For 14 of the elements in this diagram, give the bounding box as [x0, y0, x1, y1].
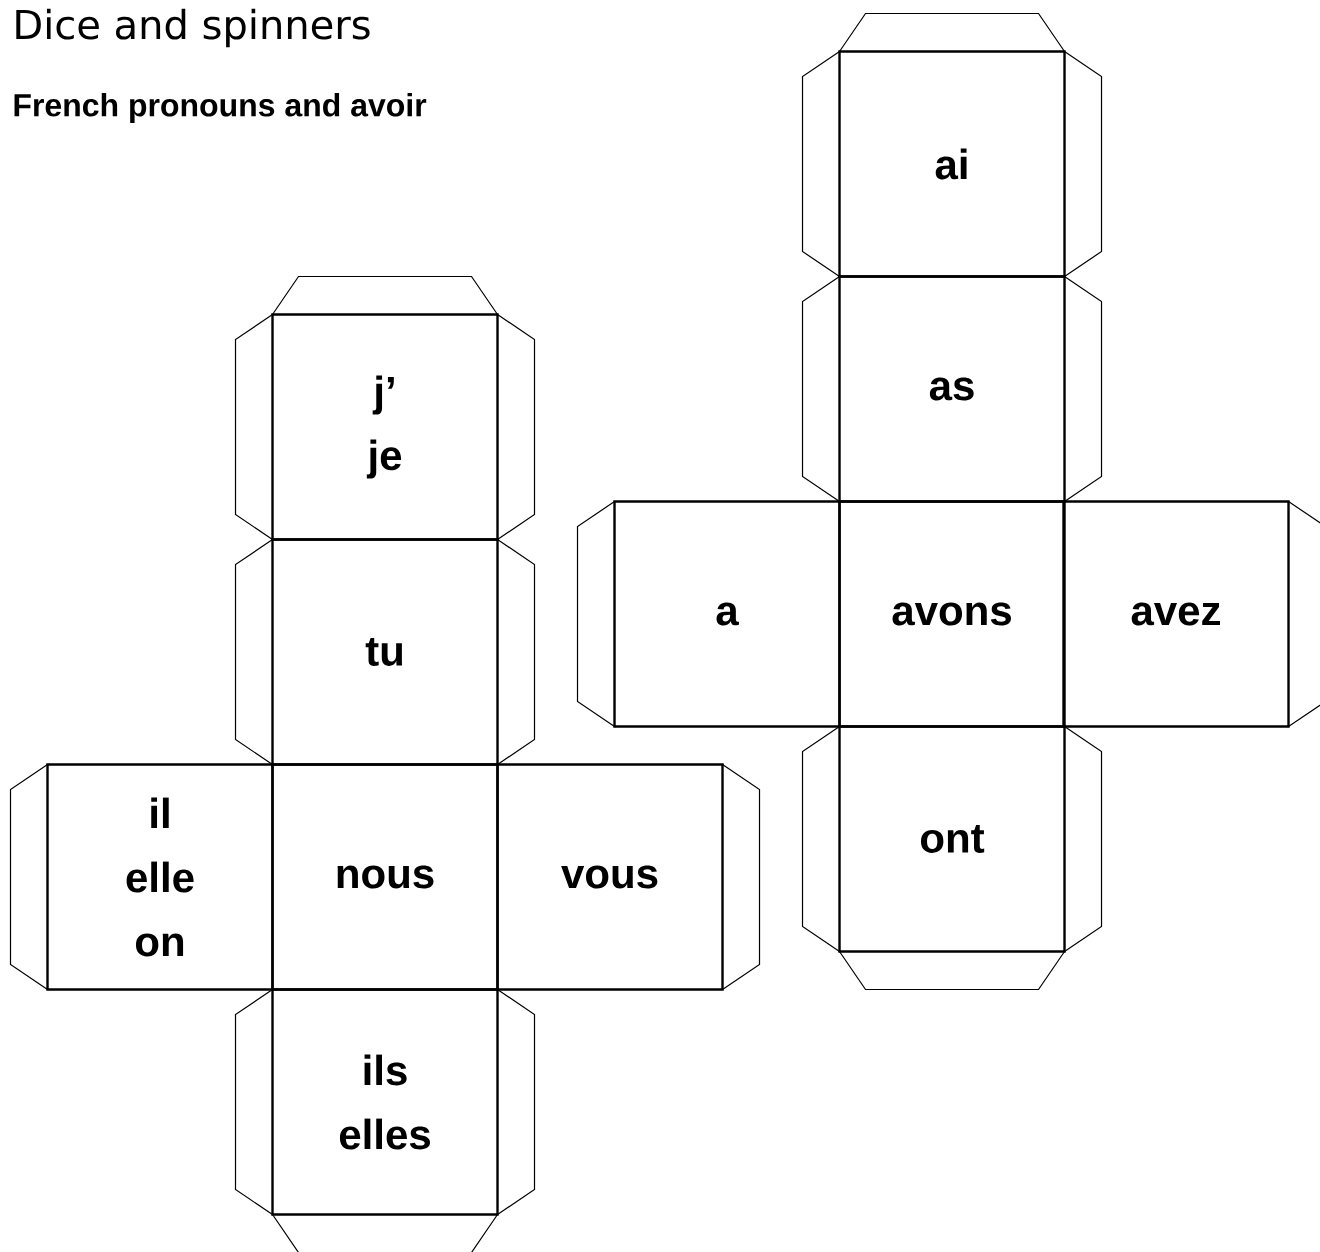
subtitle: French pronouns and avoir: [14, 93, 427, 123]
die-face: ont: [838, 725, 1066, 953]
die-face: a: [613, 500, 841, 728]
die-face: avez: [1062, 500, 1290, 728]
die-face: ai: [838, 50, 1066, 278]
die-face: il elle on: [46, 763, 274, 991]
die-face: vous: [496, 763, 724, 991]
die-face: nous: [271, 763, 499, 991]
die-face: as: [838, 275, 1066, 503]
die-face: tu: [271, 538, 499, 766]
die-face: ils elles: [271, 988, 499, 1216]
die-face: j’ je: [271, 313, 499, 541]
title: Dice and spinners: [16, 8, 370, 48]
die-face: avons: [838, 500, 1066, 728]
